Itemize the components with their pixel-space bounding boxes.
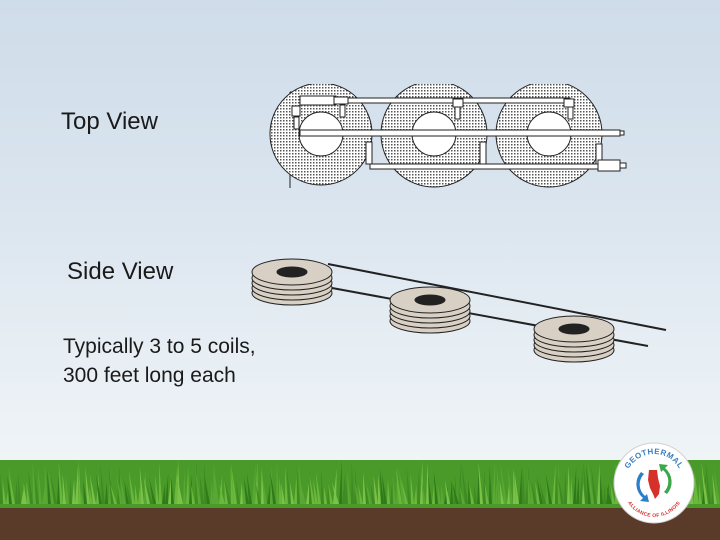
illinois-shape-icon xyxy=(648,470,660,499)
middle-pipe xyxy=(299,129,625,137)
top-view-diagram xyxy=(269,84,627,188)
grass-ground xyxy=(0,460,720,540)
side-coil-2 xyxy=(389,286,471,334)
side-coil-1 xyxy=(251,258,333,306)
coil-note-line-2: 300 feet long each xyxy=(63,364,236,387)
pipe-line-upper xyxy=(327,263,667,331)
arrow-left-icon xyxy=(636,472,649,502)
side-view-diagram xyxy=(251,258,667,363)
coil-note-line-1: Typically 3 to 5 coils, xyxy=(63,335,256,358)
top-view-label: Top View xyxy=(61,108,158,135)
arrow-right-icon xyxy=(659,464,672,494)
side-view-label: Side View xyxy=(67,258,174,285)
side-coil-3 xyxy=(533,315,615,363)
supply-header-pipe xyxy=(291,95,575,130)
return-header-pipe xyxy=(365,141,627,172)
geothermal-alliance-logo: GEOTHERMAL ALLIANCE OF ILLINOIS xyxy=(613,442,695,524)
coil-note: Typically 3 to 5 coils, 300 feet long ea… xyxy=(63,332,256,390)
soil-layer xyxy=(0,502,720,540)
